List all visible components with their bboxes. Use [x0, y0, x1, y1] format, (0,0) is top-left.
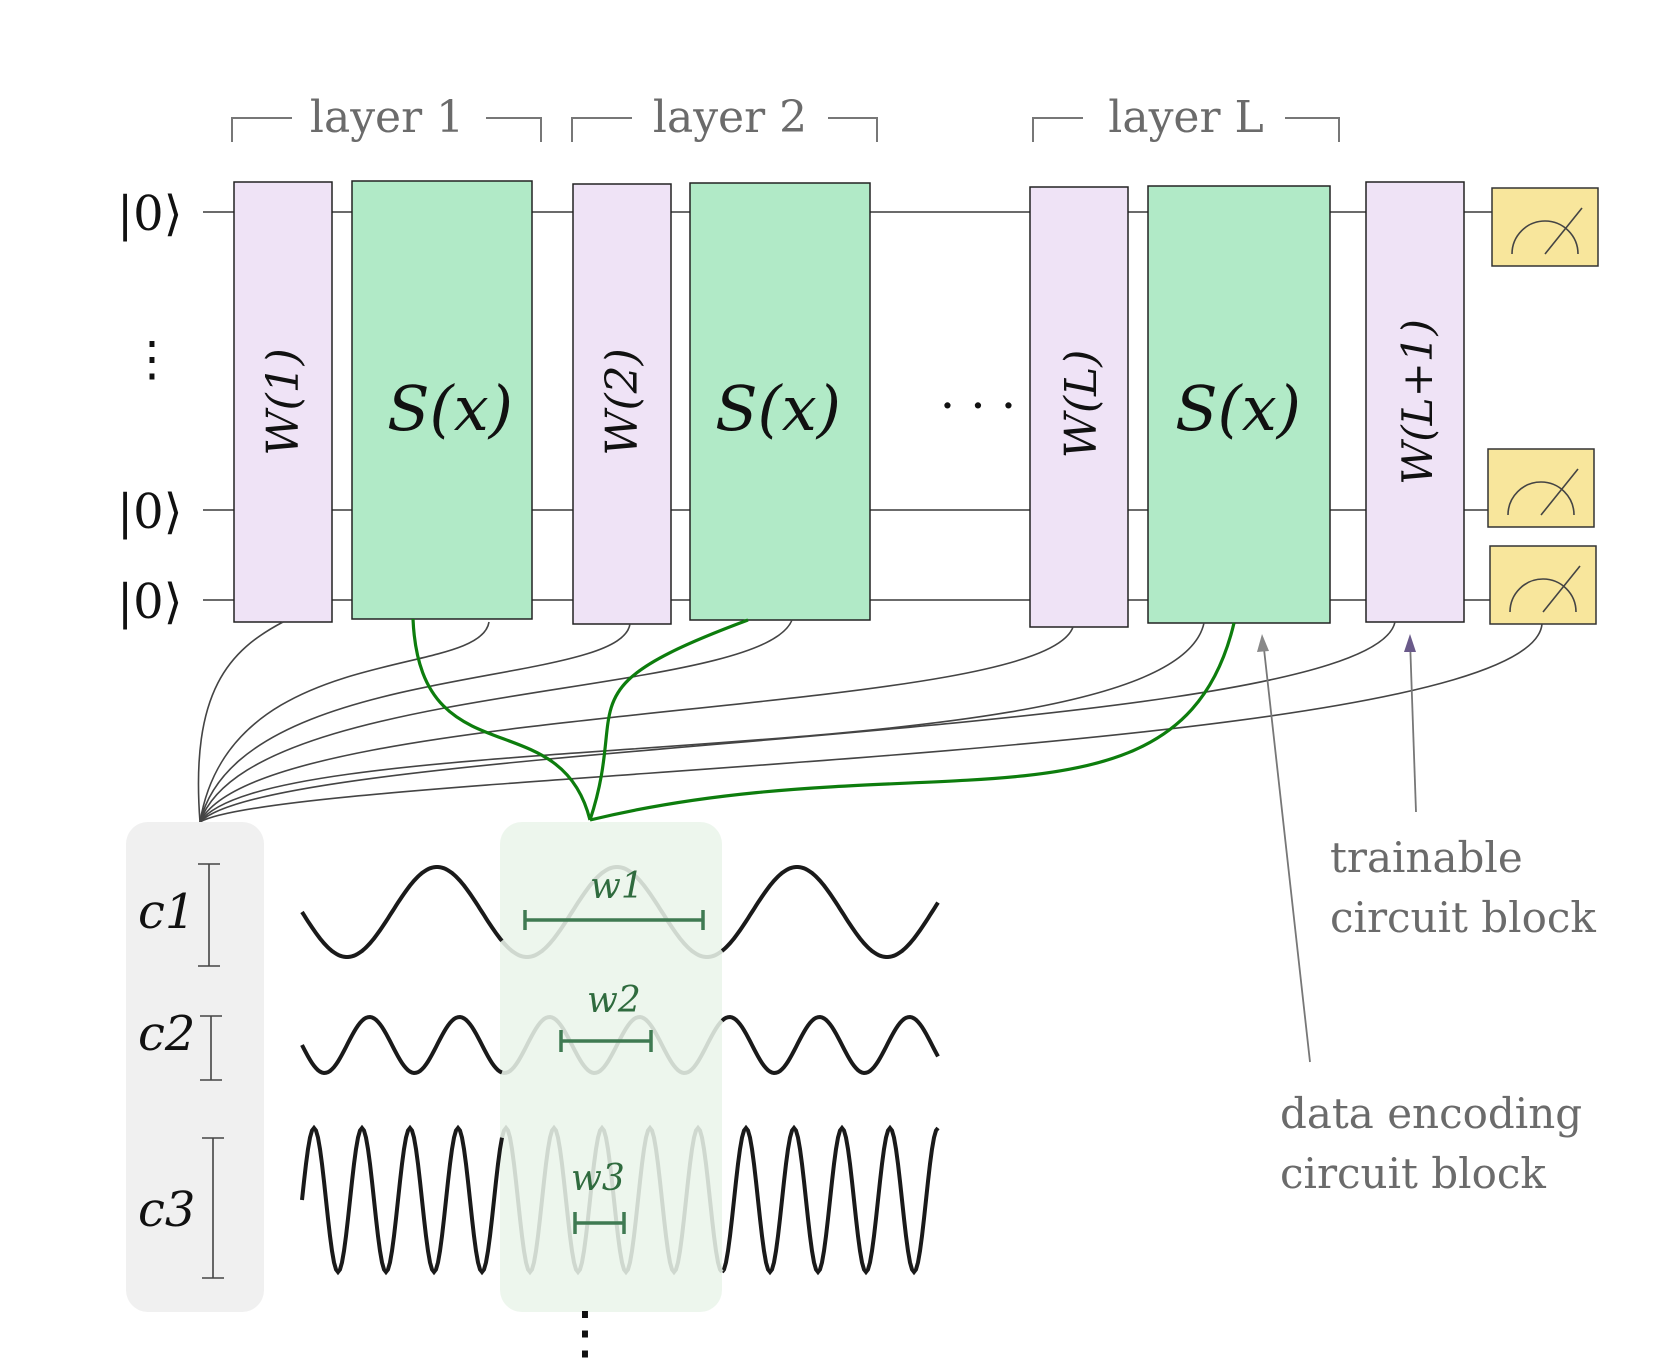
qubit-label-top: |0⟩	[117, 186, 182, 242]
encoding-gate-2-label: S(x)	[715, 372, 841, 445]
encoding-annotation-line1: data encoding	[1280, 1089, 1582, 1138]
horizontal-ellipsis: · · ·	[940, 378, 1016, 434]
trainable-gate-2-label: W(2)	[597, 348, 648, 456]
wave-3	[300, 1124, 940, 1276]
trainable-gate-final-label: W(L+1)	[1393, 319, 1442, 485]
frequency-ellipsis: ⋮	[556, 1298, 614, 1366]
meter-icon	[1507, 481, 1575, 516]
frequency-3-label: w3	[571, 1158, 625, 1199]
trainable-annotation-line2: circuit block	[1330, 893, 1596, 942]
frequency-2-label: w2	[587, 980, 641, 1021]
fourier-waves	[300, 865, 940, 1276]
circuit-gates: W(1) S(x) W(2) S(x) · · · W(L) S(x) W(L+…	[233, 180, 1465, 628]
coefficient-panel: c1 c2 c3	[126, 822, 264, 1312]
coefficient-2-label: c2	[138, 1006, 195, 1062]
wave-2-faded	[501, 1014, 724, 1076]
wave-1	[300, 865, 940, 959]
wave-2	[300, 1014, 940, 1076]
layer-l-label: layer L	[1108, 92, 1263, 143]
coefficient-3-label: c3	[138, 1182, 195, 1238]
annotation-arrows	[1257, 634, 1417, 1063]
coefficient-connectors	[197, 619, 1543, 823]
measurement-top	[1491, 187, 1599, 267]
layer-l-text: layer L	[1108, 92, 1263, 143]
layer-brackets: layer 1 layer 2 layer L	[231, 92, 1340, 143]
encoding-gate-l	[1147, 185, 1331, 624]
trainable-annotation-line1: trainable	[1330, 833, 1523, 882]
encoding-annotation-line2: circuit block	[1280, 1149, 1546, 1198]
frequency-panel	[500, 822, 722, 1312]
encoding-gate-l-label: S(x)	[1175, 372, 1301, 445]
frequency-1-bar	[523, 910, 705, 930]
encoding-gate-1	[351, 180, 533, 620]
wave-3-faded	[500, 1124, 724, 1276]
qubit-label-middle: |0⟩	[117, 484, 182, 540]
arrowhead-trainable	[1404, 634, 1416, 652]
qubit-ellipsis: ⋮	[128, 331, 176, 387]
trainable-gate-l-label: W(L)	[1056, 350, 1107, 459]
trainable-gate-final	[1365, 181, 1465, 623]
trainable-gate-l	[1029, 186, 1129, 628]
trainable-gate-2	[572, 183, 672, 625]
meter-icon	[1511, 220, 1579, 255]
qubit-label-bottom: |0⟩	[117, 574, 182, 630]
frequency-2-bar	[559, 1030, 653, 1052]
trainable-gate-1-label: W(1)	[258, 348, 309, 456]
arrowhead-encoding	[1257, 634, 1269, 652]
layer-1-label: layer 1	[310, 92, 464, 143]
frequency-markers: w1 w2 w3	[523, 866, 705, 1234]
coefficient-2-bar	[200, 1015, 222, 1081]
coefficient-3-bar	[202, 1137, 224, 1279]
coefficient-1-label: c1	[138, 884, 195, 940]
encoding-gate-2	[689, 182, 871, 621]
encoding-gate-1-label: S(x)	[387, 372, 513, 445]
wave-1-faded	[500, 865, 724, 959]
frequency-3-bar	[573, 1212, 626, 1234]
measurement-bottom	[1489, 545, 1597, 625]
layer-2-label: layer 2	[653, 92, 807, 143]
meter-icon	[1509, 578, 1577, 613]
frequency-1-label: w1	[590, 866, 644, 907]
qubit-labels: |0⟩ ⋮ |0⟩ |0⟩	[117, 186, 182, 630]
annotations: trainable circuit block data encoding ci…	[1280, 833, 1596, 1198]
frequency-connectors	[411, 618, 1236, 822]
trainable-gate-1	[233, 181, 333, 623]
measurements	[1487, 187, 1599, 625]
coefficient-1-bar	[198, 863, 220, 967]
measurement-middle	[1487, 448, 1595, 528]
